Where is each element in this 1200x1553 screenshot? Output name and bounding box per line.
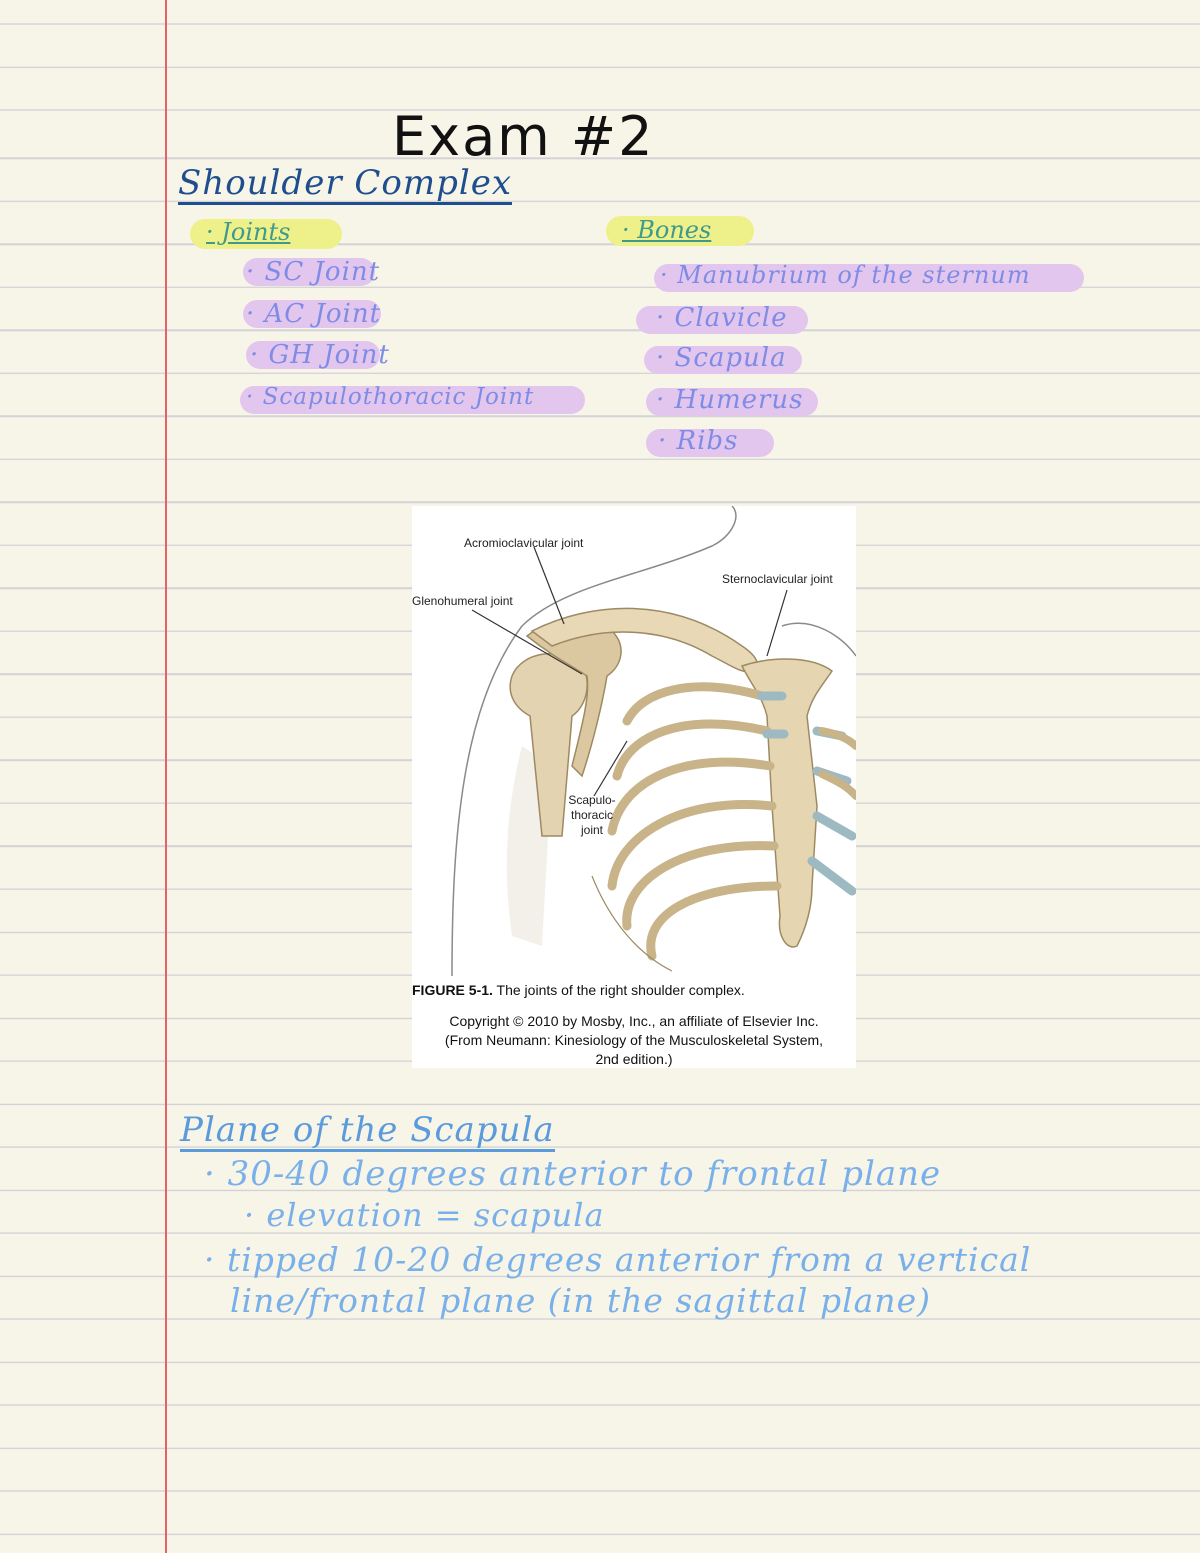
plane-note: · elevation = scapula [244,1196,605,1234]
bone-highlight [644,346,802,374]
figure-caption: FIGURE 5-1. The joints of the right shou… [412,982,856,998]
bone-item-humerus: · Humerus [656,385,804,415]
joint-highlight [240,386,585,414]
shoulder-skeleton-illustration [451,506,856,976]
joint-highlight [243,300,381,328]
bones-highlight [606,216,754,246]
shoulder-figure: Acromioclavicular joint Sternoclavicular… [412,506,856,1068]
bone-highlight [646,429,774,457]
joint-highlight [246,341,380,369]
bone-item-scapula: · Scapula [656,343,787,373]
label-glenohumeral: Glenohumeral joint [412,594,513,608]
label-sternoclavicular: Sternoclavicular joint [722,572,833,586]
joint-highlight [243,258,375,286]
shoulder-complex-heading: Shoulder Complex [178,163,513,205]
bone-item-ribs: · Ribs [658,426,739,456]
joint-item-ac: · AC Joint [246,299,382,329]
bone-highlight [654,264,1084,292]
joints-subheading: · Joints [206,218,291,246]
bones-subheading: · Bones [622,216,712,244]
joint-item-gh: · GH Joint [250,340,390,370]
joint-item-scapulothoracic: · Scapulothoracic Joint [246,384,535,410]
joints-highlight [190,219,342,249]
figure-number: FIGURE 5-1. [412,982,493,998]
plane-note: line/frontal plane (in the sagittal plan… [230,1281,931,1320]
plane-note: · 30-40 degrees anterior to frontal plan… [204,1154,942,1194]
bone-item-manubrium: · Manubrium of the sternum [660,261,1031,289]
label-acromioclavicular: Acromioclavicular joint [464,536,584,550]
plane-note: · tipped 10-20 degrees anterior from a v… [204,1240,1032,1279]
figure-credit: Copyright © 2010 by Mosby, Inc., an affi… [444,1013,824,1067]
plane-heading: Plane of the Scapula [180,1110,555,1152]
bone-item-clavicle: · Clavicle [656,303,788,333]
page-title: Exam #2 [392,105,655,168]
figure-caption-text: The joints of the right shoulder complex… [496,982,745,998]
margin-line [165,0,167,1553]
joint-item-sc: · SC Joint [246,257,381,287]
bone-highlight [646,388,818,416]
bone-highlight [636,306,808,334]
label-scapulothoracic: Scapulo- thoracic joint [568,793,616,837]
